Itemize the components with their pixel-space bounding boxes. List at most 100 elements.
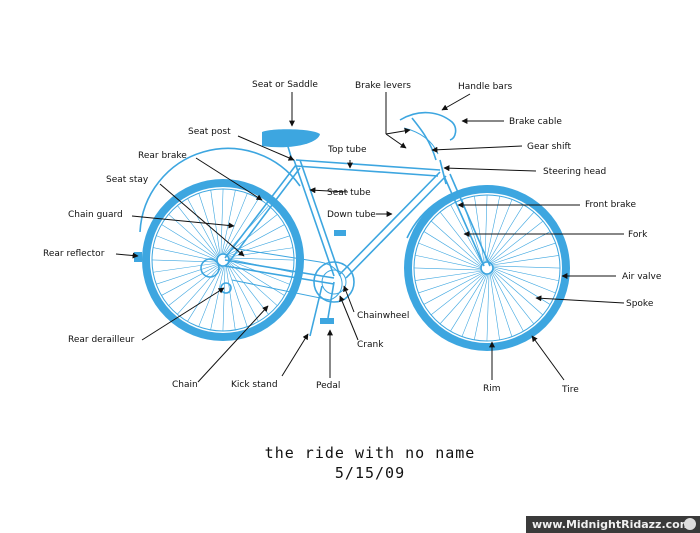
wheel-spoke — [423, 272, 484, 305]
wheel-spoke — [490, 231, 551, 264]
wheel-spoke — [156, 263, 219, 285]
label-chain: Chain — [172, 380, 198, 390]
bicycle-illustration — [134, 111, 570, 351]
leader-lines — [115, 92, 625, 383]
wheel-spoke — [210, 265, 225, 330]
label-fork: Fork — [628, 230, 648, 240]
front-fender — [406, 185, 487, 239]
wheel-spoke — [492, 267, 556, 294]
wheel-spoke — [156, 235, 218, 261]
front-wheel — [404, 185, 570, 351]
wheel-spoke — [227, 262, 269, 315]
wheel-spoke — [488, 211, 535, 263]
label-pedal: Pedal — [316, 381, 340, 391]
wheel-spoke — [226, 264, 248, 327]
label-seat-post: Seat post — [188, 127, 231, 137]
wheel-spoke — [413, 267, 482, 271]
label-top-tube: Top tube — [327, 145, 367, 155]
wheel-spoke — [228, 260, 285, 296]
wheel-spoke — [492, 268, 551, 305]
wheel-spoke — [226, 224, 285, 256]
wheel-spoke — [168, 214, 218, 259]
caption-date: 5/15/09 — [334, 464, 406, 482]
label-seat-stay: Seat stay — [106, 175, 149, 185]
part-labels: Seat or Saddle Brake levers Handle bars … — [43, 80, 662, 395]
label-brake-cable: Brake cable — [509, 117, 562, 127]
wheel-spoke — [418, 242, 482, 269]
label-gear-shift: Gear shift — [527, 142, 571, 152]
wheel-spoke — [487, 204, 524, 263]
wheel-spoke — [430, 220, 482, 267]
wheel-spoke — [450, 273, 487, 332]
label-air-valve: Air valve — [622, 272, 662, 282]
wheel-spoke — [485, 196, 501, 263]
wheel-spoke — [492, 265, 561, 269]
wheel-spoke — [168, 264, 221, 306]
wheel-spoke — [423, 231, 482, 268]
wheel-spoke — [486, 199, 513, 263]
label-seat-or-saddle: Seat or Saddle — [252, 80, 318, 90]
wheel-spoke — [439, 211, 483, 266]
label-rear-derailleur: Rear derailleur — [68, 335, 135, 345]
rear-fender — [139, 147, 301, 233]
rear-wheel — [142, 179, 304, 341]
wheel-spoke — [492, 255, 559, 266]
wheel-spoke — [222, 193, 248, 255]
wheel-spoke — [210, 190, 221, 255]
label-handle-bars: Handle bars — [458, 82, 513, 92]
wheel-spoke — [491, 270, 535, 325]
wheel-spoke — [473, 273, 489, 340]
wheel-spoke — [415, 254, 482, 270]
label-chainwheel: Chainwheel — [357, 311, 409, 321]
wheel-spoke — [151, 259, 218, 263]
wheel-spoke — [228, 257, 295, 261]
wheel-spoke — [486, 273, 490, 342]
wheel-spoke — [484, 194, 488, 263]
wheel-spoke — [221, 190, 236, 255]
wheel-spoke — [439, 273, 486, 325]
wheel-spoke — [474, 196, 485, 263]
wheel-spoke — [198, 193, 220, 256]
wheel-spoke — [153, 247, 218, 262]
wheel-spoke — [491, 271, 524, 332]
wheel-spoke — [430, 272, 485, 316]
watermark-text: www.MidnightRidazz.com — [532, 518, 692, 531]
wheel-spoke — [177, 205, 219, 258]
label-rear-reflector: Rear reflector — [43, 249, 105, 259]
label-steering-head: Steering head — [543, 167, 606, 177]
wheel-spoke — [227, 263, 259, 322]
bike-frame — [134, 111, 491, 337]
label-rim: Rim — [483, 384, 501, 394]
label-spoke: Spoke — [626, 299, 654, 309]
label-down-tube: Down tube — [327, 210, 376, 220]
wheel-spoke — [220, 188, 224, 255]
wheel-spoke — [222, 265, 226, 332]
label-crank: Crank — [357, 340, 384, 350]
label-brake-levers: Brake levers — [355, 81, 411, 91]
wheel-spoke — [225, 265, 236, 330]
wheel-spoke — [153, 262, 218, 273]
wheel-spoke — [491, 242, 556, 265]
wheel-spoke — [461, 273, 488, 337]
wheel-spoke — [489, 220, 544, 264]
wheel-spoke — [223, 198, 259, 255]
label-chain-guard: Chain guard — [68, 210, 123, 220]
wheel-spoke — [418, 271, 483, 294]
wheel-spoke — [492, 266, 559, 282]
label-front-brake: Front brake — [585, 200, 636, 210]
skull-icon — [684, 518, 696, 530]
label-rear-brake: Rear brake — [138, 151, 187, 161]
wheel-spoke — [489, 273, 500, 340]
watermark: www.MidnightRidazz.com — [526, 516, 700, 533]
wheel-spoke — [490, 272, 513, 337]
wheel-spoke — [187, 198, 219, 257]
caption-title: the ride with no name — [264, 444, 476, 462]
wheel-spoke — [177, 265, 222, 315]
wheel-spoke — [161, 264, 220, 296]
label-seat-tube: Seat tube — [327, 188, 371, 198]
wheel-spoke — [161, 224, 218, 260]
wheel-spoke — [415, 270, 482, 281]
label-tire: Tire — [561, 385, 579, 395]
label-kick-stand: Kick stand — [231, 380, 278, 390]
